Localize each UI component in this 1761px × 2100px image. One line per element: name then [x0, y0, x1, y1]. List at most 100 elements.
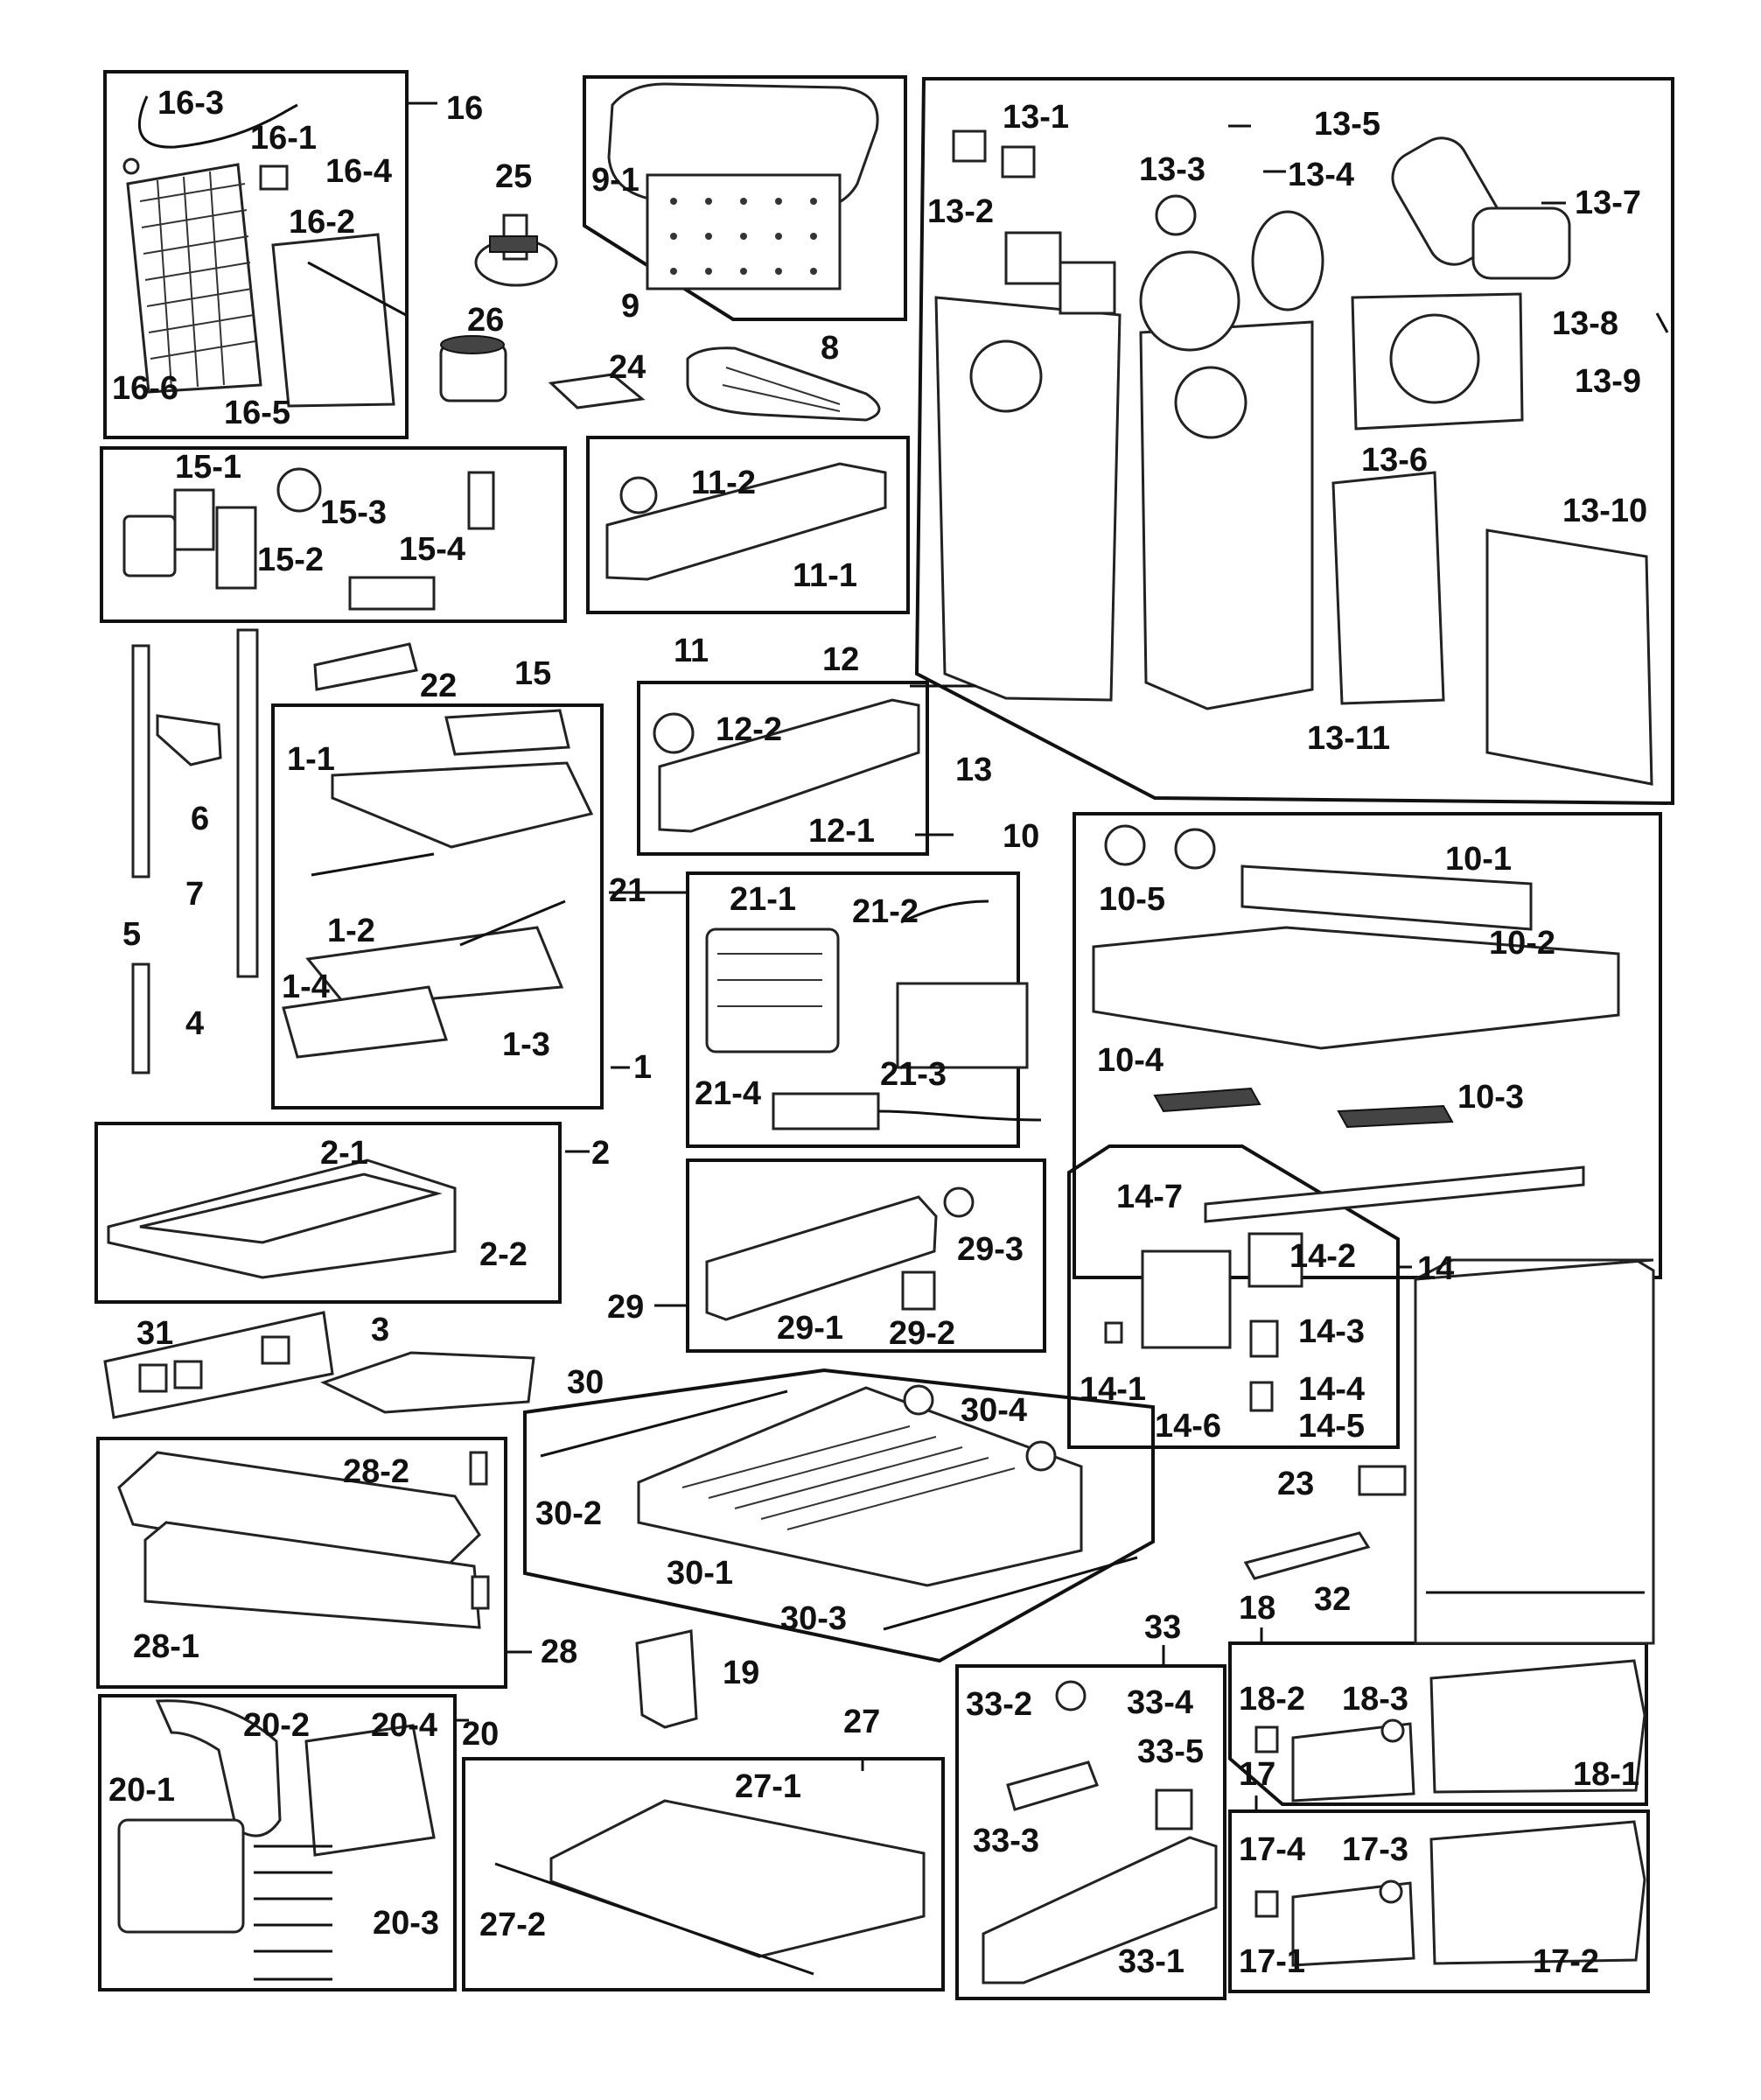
label-7: 7 — [185, 876, 204, 913]
label-13-10: 13-10 — [1562, 493, 1647, 529]
label-2-1: 2-1 — [320, 1135, 368, 1172]
box-33 — [955, 1664, 1226, 2000]
label-31: 31 — [136, 1315, 173, 1352]
label-28: 28 — [541, 1634, 577, 1670]
label-10-2: 10-2 — [1489, 925, 1555, 962]
label-13: 13 — [955, 752, 992, 788]
part-33-rail — [982, 1680, 1218, 1984]
label-11-2: 11-2 — [691, 465, 756, 501]
label-30-4: 30-4 — [961, 1392, 1027, 1429]
label-29-2: 29-2 — [889, 1315, 955, 1352]
label-9-1: 9-1 — [591, 162, 639, 199]
label-24: 24 — [609, 349, 646, 386]
part-31-panel — [103, 1311, 334, 1419]
leader-lines — [408, 102, 1669, 1811]
label-17-3: 17-3 — [1342, 1831, 1408, 1868]
label-15-1: 15-1 — [175, 449, 241, 486]
label-13-5: 13-5 — [1314, 106, 1380, 143]
part-4-rail — [131, 962, 150, 1074]
label-18-1: 18-1 — [1573, 1756, 1639, 1793]
label-20: 20 — [462, 1716, 499, 1753]
label-13-2: 13-2 — [927, 193, 994, 230]
label-16-3: 16-3 — [157, 85, 224, 122]
label-25: 25 — [495, 158, 532, 195]
label-4: 4 — [185, 1005, 204, 1042]
part-7-rail — [236, 628, 259, 978]
label-28-1: 28-1 — [133, 1628, 199, 1665]
label-27: 27 — [843, 1704, 880, 1740]
label-13-3: 13-3 — [1139, 151, 1205, 188]
label-13-1: 13-1 — [1003, 99, 1069, 136]
label-1-3: 1-3 — [502, 1026, 550, 1063]
label-14-6: 14-6 — [1155, 1408, 1221, 1445]
label-20-3: 20-3 — [373, 1905, 439, 1942]
part-12-rail — [653, 698, 920, 833]
label-17: 17 — [1239, 1756, 1275, 1793]
box-28 — [96, 1437, 507, 1689]
label-14-2: 14-2 — [1289, 1238, 1356, 1275]
box-17 — [1228, 1810, 1650, 1993]
label-33-3: 33-3 — [973, 1823, 1039, 1859]
label-16-2: 16-2 — [289, 204, 355, 241]
label-15-4: 15-4 — [399, 531, 465, 568]
label-21-4: 21-4 — [695, 1075, 761, 1112]
label-19: 19 — [723, 1655, 759, 1691]
label-21-2: 21-2 — [852, 893, 919, 930]
label-14-7: 14-7 — [1116, 1179, 1183, 1215]
part-16-evaporator — [122, 95, 407, 408]
part-8-tray — [686, 346, 881, 422]
box-12 — [637, 681, 929, 856]
label-15-3: 15-3 — [320, 494, 387, 531]
label-30: 30 — [567, 1364, 604, 1401]
label-20-1: 20-1 — [108, 1772, 175, 1809]
label-18: 18 — [1239, 1590, 1275, 1627]
box-15 — [100, 446, 567, 623]
label-33-5: 33-5 — [1137, 1733, 1204, 1770]
part-drawings — [103, 82, 1655, 1984]
label-16-1: 16-1 — [250, 120, 317, 157]
part-20-parts — [117, 1699, 436, 1981]
label-13-6: 13-6 — [1361, 442, 1428, 479]
part-1-shelf — [282, 709, 594, 1059]
box-13 — [914, 77, 1674, 806]
part-19-cap — [635, 1629, 698, 1729]
label-13-9: 13-9 — [1575, 363, 1641, 400]
label-14-3: 14-3 — [1298, 1313, 1365, 1350]
part-18-drawer — [1254, 1659, 1646, 1802]
label-13-4: 13-4 — [1288, 157, 1354, 193]
part-22-strip — [313, 642, 418, 691]
part-6-bracket — [156, 714, 222, 766]
label-18-2: 18-2 — [1239, 1681, 1305, 1718]
label-16-4: 16-4 — [325, 153, 392, 190]
label-8: 8 — [821, 330, 839, 367]
part-11-rail — [605, 462, 887, 581]
part-29-rail — [705, 1186, 975, 1321]
label-20-2: 20-2 — [243, 1707, 310, 1744]
box-27 — [462, 1757, 945, 1992]
label-33-2: 33-2 — [966, 1686, 1032, 1723]
label-29: 29 — [607, 1289, 644, 1326]
label-10-1: 10-1 — [1445, 841, 1512, 878]
part-2-shelf — [107, 1158, 457, 1279]
part-23-clip — [1358, 1465, 1407, 1496]
label-14-1: 14-1 — [1080, 1371, 1146, 1408]
label-10: 10 — [1003, 818, 1039, 855]
label-5: 5 — [122, 916, 141, 953]
label-13-8: 13-8 — [1552, 305, 1618, 342]
label-22: 22 — [420, 668, 457, 704]
label-29-1: 29-1 — [777, 1310, 843, 1347]
box-10 — [1073, 812, 1662, 1279]
part-30-drawer — [540, 1384, 1138, 1631]
label-33-1: 33-1 — [1118, 1943, 1184, 1980]
box-29 — [686, 1158, 1046, 1353]
box-16 — [103, 70, 409, 439]
label-33: 33 — [1144, 1609, 1181, 1646]
part-3-shelf — [320, 1351, 535, 1414]
part-28-cover — [117, 1451, 490, 1629]
part-9-cover — [607, 82, 879, 290]
part-5-rail — [131, 644, 150, 878]
part-26-cap — [439, 335, 507, 402]
label-10-5: 10-5 — [1099, 881, 1165, 918]
label-27-2: 27-2 — [479, 1907, 546, 1943]
label-11-1: 11-1 — [793, 557, 857, 594]
